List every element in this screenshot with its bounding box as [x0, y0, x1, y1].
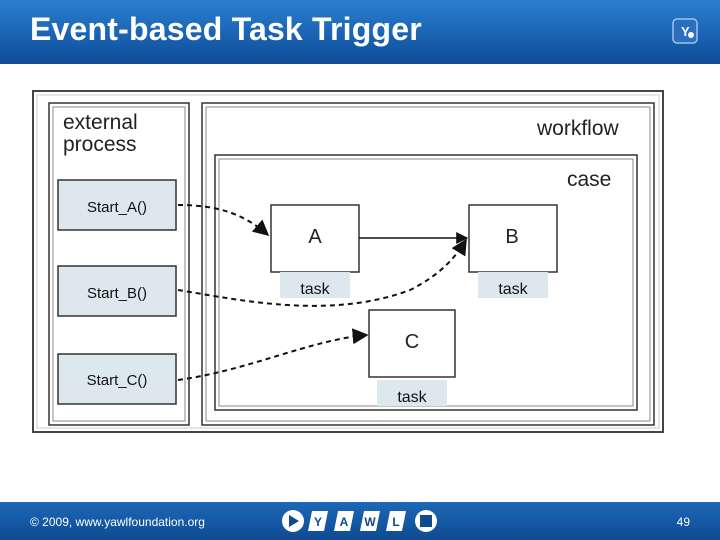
page-number: 49	[676, 515, 690, 529]
w-icon[interactable]: W	[360, 511, 380, 531]
svg-text:Y: Y	[681, 24, 690, 39]
copyright-text: © 2009, www.yawlfoundation.org	[30, 515, 205, 529]
yawl-logo-icon: Y	[672, 18, 698, 44]
trigger-start-b[interactable]	[57, 265, 177, 317]
task-c-name: C	[405, 331, 419, 353]
slide-title: Event-based Task Trigger	[30, 11, 422, 47]
svg-text:W: W	[364, 515, 376, 529]
trigger-start-a-label: Start_A()	[87, 199, 147, 216]
external-process-label-line1: external	[63, 111, 138, 134]
task-b-name: B	[505, 226, 518, 248]
trigger-start-b-label: Start_B()	[87, 285, 147, 302]
external-process-label-line2: process	[63, 133, 137, 156]
play-icon[interactable]	[282, 510, 304, 532]
task-a-label: task	[300, 281, 330, 298]
svg-text:A: A	[340, 515, 349, 529]
footer-bar: © 2009, www.yawlfoundation.org Y A W L 4…	[0, 502, 720, 540]
a-icon[interactable]: A	[334, 511, 354, 531]
title-bar: Event-based Task Trigger Y	[0, 0, 720, 64]
stop-icon[interactable]	[415, 510, 437, 532]
task-c	[368, 309, 456, 378]
task-b	[468, 204, 558, 273]
case-label: case	[567, 168, 611, 191]
trigger-arrow-a	[177, 204, 270, 237]
svg-text:L: L	[392, 515, 399, 529]
task-c-label: task	[397, 389, 427, 406]
y-icon[interactable]: Y	[308, 511, 328, 531]
trigger-diagram: external process workflow case Start_A()…	[32, 90, 664, 433]
trigger-start-a[interactable]	[57, 179, 177, 231]
workflow-label: workflow	[536, 117, 620, 140]
task-a	[270, 204, 360, 273]
l-icon[interactable]: L	[386, 511, 406, 531]
nav-bar: Y A W L	[282, 510, 437, 532]
trigger-arrow-b	[177, 238, 467, 307]
task-b-label: task	[498, 281, 528, 298]
task-a-name: A	[308, 226, 322, 248]
trigger-start-c-label: Start_C()	[87, 372, 148, 389]
svg-text:Y: Y	[314, 515, 322, 529]
trigger-start-c[interactable]	[57, 353, 177, 405]
trigger-arrow-c	[177, 328, 369, 381]
